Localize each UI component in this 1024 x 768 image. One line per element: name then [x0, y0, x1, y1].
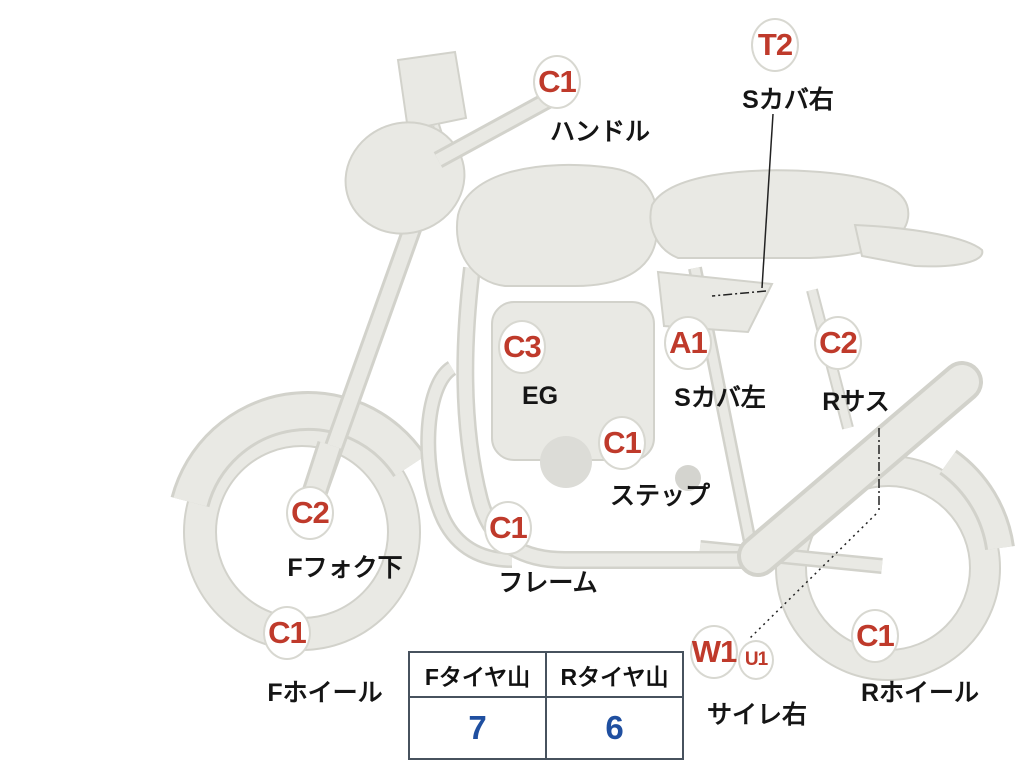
tire-tread-header-row: Fタイヤ山 Rタイヤ山	[408, 651, 684, 698]
marker-engine-label: EG	[521, 382, 559, 410]
marker-rear-suspension-badge: C2	[814, 316, 862, 370]
marker-step-badge: C1	[598, 416, 646, 470]
marker-f-fork-lower-label: Fフォク下	[287, 554, 403, 582]
marker-s-cover-left-label: Sカバ左	[674, 384, 766, 412]
marker-s-cover-right-code: T2	[757, 27, 793, 62]
marker-rear-suspension-code: C2	[819, 325, 858, 360]
marker-f-wheel-code: C1	[268, 615, 307, 650]
marker-step-code: C1	[603, 425, 642, 460]
marker-s-cover-right-badge: T2	[751, 18, 799, 72]
marker-silencer-right-code: W1	[691, 634, 737, 669]
r-tire-value: 6	[545, 696, 684, 760]
bike-body-shapes	[170, 50, 1015, 577]
marker-handlebar-label: ハンドル	[549, 118, 651, 146]
marker-engine-code: C3	[503, 329, 542, 364]
marker-engine-badge: C3	[498, 320, 546, 374]
marker-r-wheel-code: C1	[856, 618, 895, 653]
marker-silencer-right-sub-badge: U1	[738, 640, 774, 680]
leader-lines	[711, 113, 880, 641]
marker-handlebar-badge: C1	[533, 55, 581, 109]
marker-rear-suspension-label: Rサス	[822, 388, 890, 416]
marker-r-wheel-label: Rホイール	[860, 679, 980, 707]
marker-frame-badge: C1	[484, 501, 532, 555]
marker-s-cover-left-badge: A1	[664, 316, 712, 370]
tire-tread-value-row: 7 6	[408, 696, 684, 760]
marker-s-cover-right-label: Sカバ右	[742, 86, 834, 114]
marker-f-wheel-label: Fホイール	[267, 679, 383, 707]
marker-r-wheel-badge: C1	[851, 609, 899, 663]
marker-f-wheel-badge: C1	[263, 606, 311, 660]
marker-silencer-right-label: サイレ右	[706, 701, 808, 729]
tire-tread-table: Fタイヤ山 Rタイヤ山 7 6	[408, 651, 684, 760]
marker-f-fork-lower-code: C2	[291, 495, 330, 530]
marker-handlebar-code: C1	[538, 64, 577, 99]
marker-step-label: ステップ	[609, 482, 711, 510]
r-tire-header: Rタイヤ山	[545, 651, 684, 698]
marker-frame-code: C1	[489, 510, 528, 545]
marker-silencer-right-badge: W1	[690, 625, 738, 679]
marker-frame-label: フレーム	[498, 569, 598, 597]
f-tire-value: 7	[408, 696, 547, 760]
f-tire-header: Fタイヤ山	[408, 651, 547, 698]
marker-s-cover-left-code: A1	[669, 325, 708, 360]
marker-f-fork-lower-badge: C2	[286, 486, 334, 540]
marker-silencer-right-sub-code: U1	[744, 649, 768, 670]
